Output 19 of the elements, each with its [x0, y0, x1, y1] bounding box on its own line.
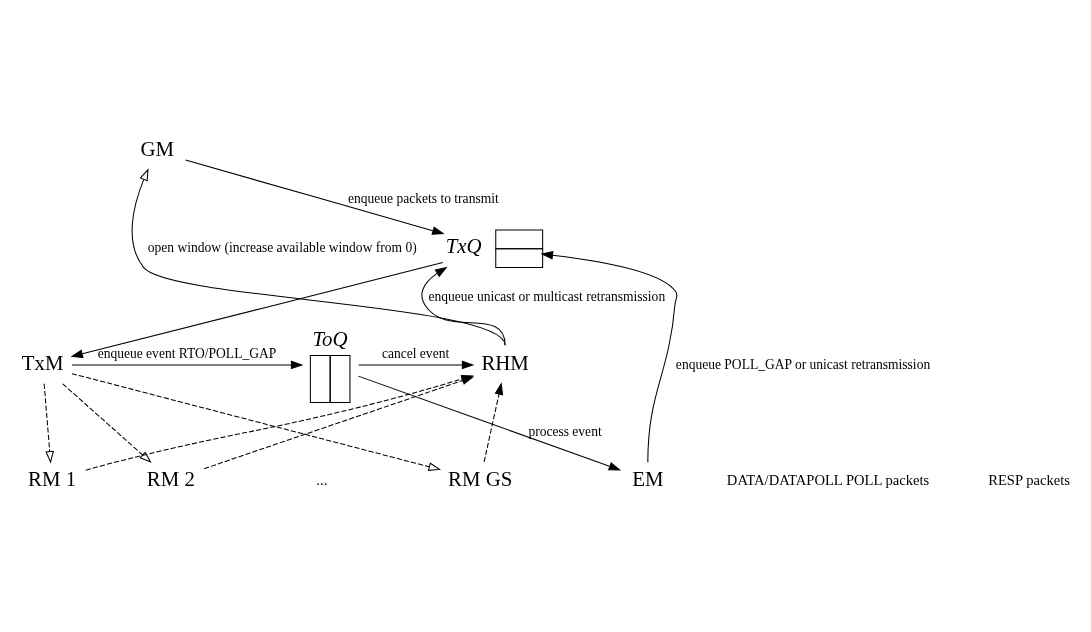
edge-label: cancel event	[381, 346, 450, 362]
edge-label: enqueue packets to transmit	[348, 191, 499, 207]
node-text: TxM	[21, 351, 64, 376]
node-label: TxQ	[445, 233, 482, 258]
label: ...	[316, 471, 328, 488]
node-label: ToQ	[312, 327, 348, 352]
label: DATA/DATAPOLL POLL packets	[726, 471, 930, 488]
node-text: RHM	[481, 351, 529, 376]
edge-label: enqueue unicast or multicast retransmission	[428, 289, 666, 305]
node-text: GM	[140, 137, 175, 162]
node-text: RM 1	[28, 467, 77, 492]
edge-label: open window (increase available window from 0)	[147, 240, 417, 256]
label: RESP packets	[988, 471, 1070, 488]
edge-label: enqueue event RTO/POLL_GAP	[97, 346, 277, 362]
edge-label: enqueue POLL_GAP or unicast retransmission	[675, 356, 931, 372]
node-text: RM 2	[146, 467, 195, 492]
node-text: RM GS	[448, 467, 513, 492]
edge-label: process event	[528, 423, 602, 439]
node-text: EM	[632, 467, 664, 492]
